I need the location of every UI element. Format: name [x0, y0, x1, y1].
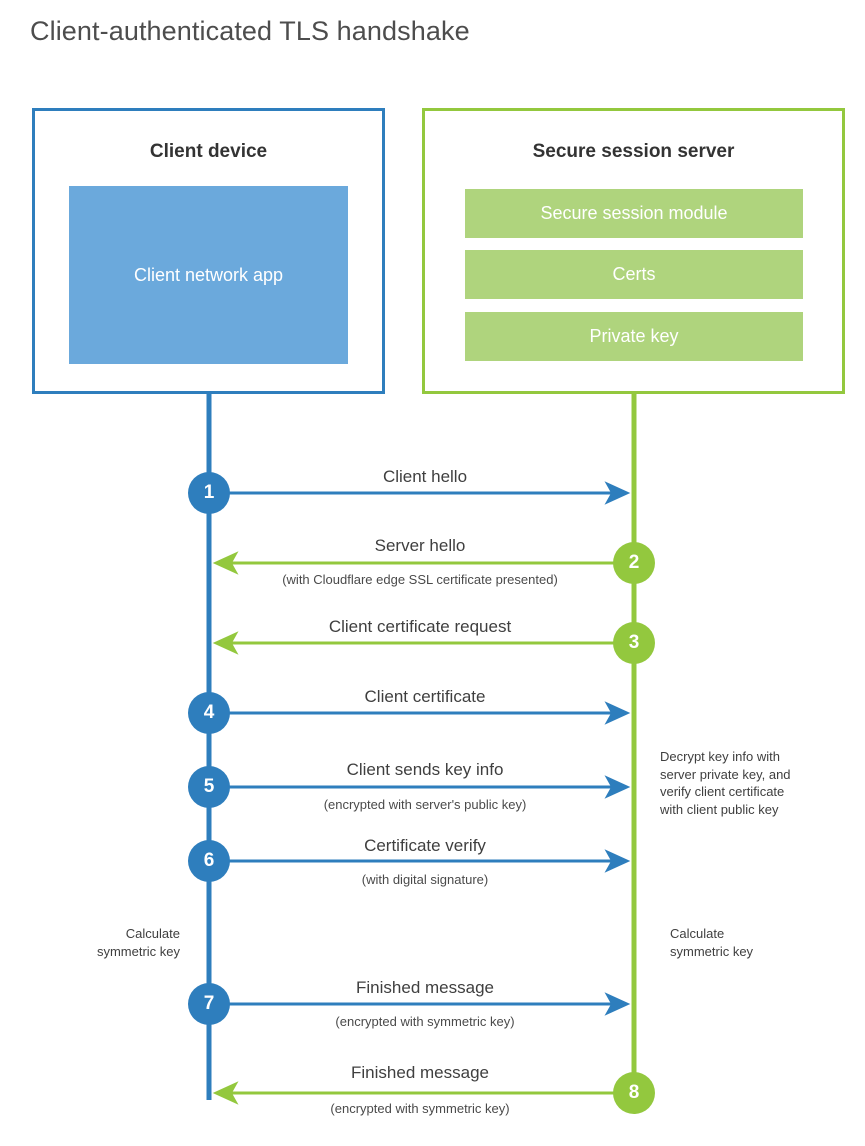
message-label-8: Finished message [351, 1063, 489, 1082]
message-label-1: Client hello [382, 467, 468, 486]
step-marker-3[interactable]: 3 [613, 622, 655, 664]
note-server-calculate-symmetric-key: Calculate symmetric key [670, 925, 850, 960]
step-marker-7[interactable]: 7 [188, 983, 230, 1025]
note-server-decrypt-line-1: Decrypt key info with [660, 749, 780, 764]
secure-session-module-block: Secure session module [465, 189, 803, 238]
certs-block: Certs [465, 250, 803, 299]
step-marker-6[interactable]: 6 [188, 840, 230, 882]
step-marker-8[interactable]: 8 [613, 1072, 655, 1114]
message-label-3: Client certificate request [328, 617, 512, 636]
client-device-title: Client device [149, 141, 268, 162]
step-marker-4[interactable]: 4 [188, 692, 230, 734]
note-client-calculate-symmetric-key: Calculate symmetric key [10, 925, 180, 960]
message-sublabel-5: (encrypted with server's public key) [323, 797, 527, 812]
note-server-calculate-line-1: Calculate [670, 926, 725, 941]
message-sublabel-2: (with Cloudflare edge SSL certificate pr… [282, 572, 558, 587]
note-client-calculate-line-2: symmetric key [96, 943, 180, 959]
message-label-4: Client certificate [364, 687, 486, 706]
message-label-7: Finished message [356, 978, 494, 997]
message-label-6: Certificate verify [364, 836, 486, 855]
secure-session-server-title: Secure session server [532, 141, 735, 162]
private-key-block: Private key [465, 312, 803, 361]
step-marker-2[interactable]: 2 [613, 542, 655, 584]
secure-session-server-box: Secure session server Secure session mod… [422, 108, 845, 394]
note-client-calculate-line-1: Calculate [125, 926, 180, 941]
client-device-box: Client device Client network app [32, 108, 385, 394]
message-sublabel-6: (with digital signature) [361, 872, 489, 887]
message-sublabel-8: (encrypted with symmetric key) [330, 1101, 510, 1116]
page-title: Client-authenticated TLS handshake [30, 16, 470, 46]
note-server-calculate-line-2: symmetric key [670, 943, 754, 959]
note-server-decrypt: Decrypt key info with server private key… [660, 748, 850, 818]
note-server-decrypt-line-2: server private key, and [660, 766, 791, 782]
step-marker-1[interactable]: 1 [188, 472, 230, 514]
message-label-5: Client sends key info [346, 760, 504, 779]
client-network-app-block: Client network app [69, 186, 348, 364]
step-marker-5[interactable]: 5 [188, 766, 230, 808]
message-sublabel-7: (encrypted with symmetric key) [335, 1014, 515, 1029]
message-label-2: Server hello [374, 536, 466, 555]
note-server-decrypt-line-4: with client public key [660, 801, 779, 817]
note-server-decrypt-line-3: verify client certificate [660, 784, 785, 800]
